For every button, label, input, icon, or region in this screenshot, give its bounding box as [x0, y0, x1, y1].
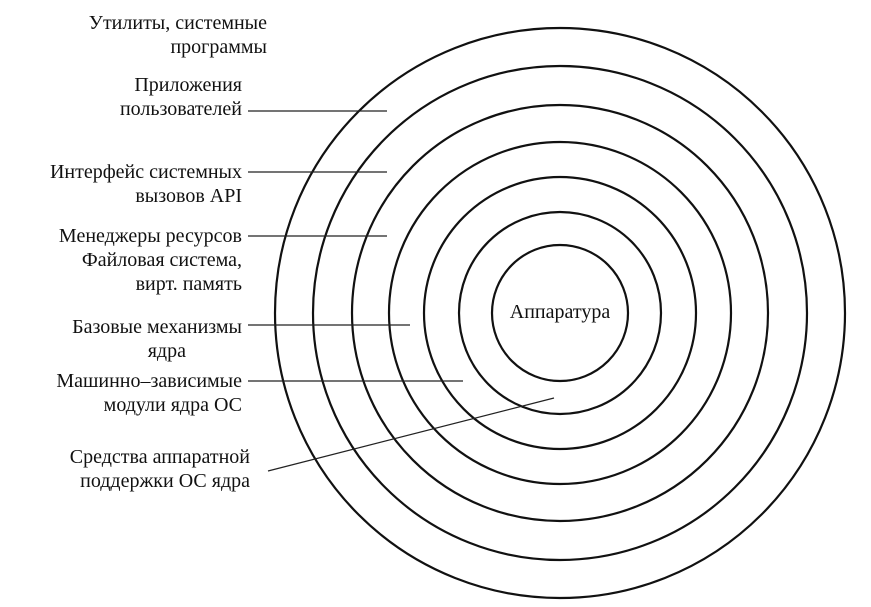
ring-kernel-base [422, 175, 698, 451]
label-kernel-base-line-1: Базовые механизмы [72, 316, 242, 338]
label-utilities-line-1: Утилиты, системные [88, 12, 267, 34]
label-kernel-base: Базовые механизмы ядра [72, 315, 242, 363]
ring-api [350, 103, 770, 523]
ring-applications [311, 64, 809, 562]
label-utilities: Утилиты, системные программы [89, 11, 267, 59]
label-resources-line-2: Файловая система, [81, 249, 242, 271]
label-applications-line-1: Приложения [134, 74, 242, 96]
label-machine-dependent-line-1: Машинно–зависимые [56, 370, 242, 392]
label-applications: Приложения пользователей [120, 73, 242, 121]
label-machine-dependent: Машинно–зависимые модули ядра ОС [56, 369, 242, 417]
label-hw-support-line-2: поддержки ОС ядра [80, 470, 250, 492]
label-resources-line-1: Менеджеры ресурсов [58, 225, 242, 247]
label-hw-support-line-1: Средства аппаратной [69, 446, 250, 468]
label-resources-line-3: вирт. память [135, 273, 242, 295]
label-api-line-1: Интерфейс системных [49, 161, 242, 183]
label-api-line-2: вызовов API [135, 185, 242, 207]
hardware-label-text: Аппаратура [509, 301, 611, 323]
label-resources: Менеджеры ресурсов Файловая система, вир… [59, 224, 242, 296]
label-applications-line-2: пользователей [119, 98, 242, 120]
ring-resources [387, 140, 733, 486]
label-api: Интерфейс системных вызовов API [50, 160, 242, 208]
ring-machine-dependent [457, 210, 663, 416]
label-kernel-base-line-2: ядра [147, 340, 186, 362]
leader-hw-support [267, 397, 555, 472]
label-utilities-line-2: программы [170, 36, 267, 58]
label-hw-support: Средства аппаратной поддержки ОС ядра [70, 445, 250, 493]
label-hardware-center: Аппаратура [490, 300, 630, 324]
label-machine-dependent-line-2: модули ядра ОС [103, 394, 242, 416]
ring-hardware [490, 243, 630, 383]
ring-utilities [273, 26, 847, 600]
